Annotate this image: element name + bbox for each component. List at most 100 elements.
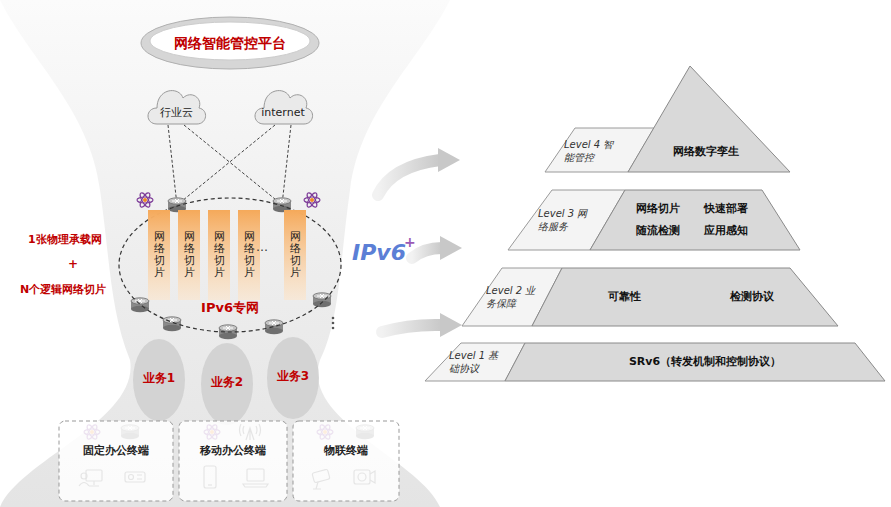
logo-text: IPv6 <box>352 240 406 265</box>
node-outline-part <box>255 91 313 124</box>
node-outline-part <box>532 268 838 326</box>
node-outline <box>462 268 838 326</box>
logo-text: + <box>404 234 416 250</box>
node-layer: Level 1 基础协议 SRv6（转发机制和控制协议） <box>425 343 885 381</box>
node-slice: 网络切片 <box>208 210 230 300</box>
node-dbox: 物联终端 <box>292 420 400 502</box>
node-outline-part <box>150 22 310 60</box>
node-blob: 业务1 <box>132 338 186 422</box>
atom-icons-part <box>137 192 153 209</box>
node-slice: 网络切片 <box>238 210 260 300</box>
node-layer: Level 2 业务保障可靠性检测协议 <box>462 268 838 326</box>
node-cloud: internet <box>252 86 314 128</box>
router-icons-part <box>265 320 283 334</box>
node-outline-part <box>148 91 206 124</box>
node-text: 物联终端 <box>324 444 368 457</box>
node-text: 网络智能管控平台 <box>174 35 286 52</box>
vertical-dots-part <box>332 327 335 330</box>
node-outline <box>520 66 790 172</box>
vertical-dots-part <box>332 322 335 325</box>
node-dbox: 移动办公终端 <box>178 420 288 502</box>
node-outline-part <box>179 421 287 501</box>
dashed-link <box>168 125 177 205</box>
node-text: 网络切片 <box>244 231 255 279</box>
node-text: 网络数字孪生 <box>673 145 739 158</box>
flow-arrows-part <box>412 248 442 258</box>
node-text: 网络切片 <box>154 231 165 279</box>
node-outline-part <box>201 343 253 425</box>
level-caption: Level 2 业务保障 <box>486 285 538 310</box>
node-outline-part <box>590 190 800 250</box>
vertical-dots <box>332 317 335 330</box>
node-outline-part <box>238 210 260 300</box>
node-text: 随流检测 <box>636 224 680 237</box>
node-dbox: 固定办公终端 <box>58 420 174 502</box>
node-outline-part <box>133 339 185 421</box>
level-caption: Level 1 基础协议 <box>449 350 501 375</box>
atom-icons-part <box>304 192 320 209</box>
node-text: internet <box>261 106 305 119</box>
node-text: 网络切片 <box>290 231 301 279</box>
node-text: 网络切片 <box>184 231 195 279</box>
node-ell: IPv6专网 网络切片 网络切片 网络切片 网络切片 网络切片 <box>118 197 342 333</box>
router-icons-part <box>131 298 149 312</box>
dashed-link <box>184 125 282 205</box>
arrow-heads <box>438 148 462 337</box>
node-disc: 网络智能管控平台 <box>140 16 320 70</box>
funnel-ground <box>0 0 450 507</box>
node-slice: 网络切片 <box>148 210 170 300</box>
node-text: 业务2 <box>211 375 243 389</box>
arrow-heads-part <box>440 236 462 260</box>
node-outline-part <box>628 66 790 172</box>
annotation-label: N个逻辑网络切片 <box>20 282 106 297</box>
annotation-label: 1张物理承载网 <box>28 232 102 247</box>
node-text: 固定办公终端 <box>83 444 149 457</box>
arrow-heads-part <box>440 313 462 337</box>
node-outline-part <box>59 421 173 501</box>
node-text: 网络切片 <box>214 231 225 279</box>
node-text: 网络切片 <box>636 202 680 215</box>
node-text: 快速部署 <box>704 202 748 215</box>
node-cloud: 行业云 <box>145 86 207 128</box>
node-outline-part <box>148 210 170 300</box>
node-slice: 网络切片 <box>284 210 306 300</box>
node-outline-part <box>505 343 885 381</box>
annotation-label: … <box>256 240 268 254</box>
atom-icons <box>84 192 333 441</box>
router-icons <box>121 198 374 439</box>
node-layer: Level 4 智能管控 网络数字孪生 <box>520 66 790 172</box>
node-outline <box>58 420 174 502</box>
node-outline-part-part <box>255 91 313 124</box>
node-text: 行业云 <box>160 106 193 119</box>
node-outline <box>292 420 400 502</box>
flow-arrows-part <box>382 325 442 332</box>
node-outline-part-part <box>148 91 206 124</box>
dashed-link <box>282 125 291 205</box>
node-outline-part <box>293 421 399 501</box>
node-layer: Level 3 网络服务 网络切片 快速部署随流检测 应用感知 <box>500 190 800 250</box>
node-blob: 业务2 <box>200 342 254 426</box>
node-outline-part <box>208 210 230 300</box>
node-text: SRv6（转发机制和控制协议） <box>629 355 781 368</box>
node-text: IPv6专网 <box>201 300 259 316</box>
node-outline-part <box>119 198 341 332</box>
node-text: 检测协议 <box>730 290 774 303</box>
node-slice: 网络切片 <box>178 210 200 300</box>
level-caption: Level 4 智能管控 <box>564 139 616 164</box>
node-outline-part <box>141 17 319 69</box>
router-icons-part <box>313 293 331 307</box>
node-text: 移动办公终端 <box>200 444 266 457</box>
flow-arrows-part <box>378 160 440 195</box>
level-caption: Level 3 网络服务 <box>538 208 590 233</box>
node-text: 业务1 <box>143 371 175 385</box>
node-outline-part <box>178 210 200 300</box>
node-text: 应用感知 <box>704 224 748 237</box>
arrow-heads-part <box>438 148 460 172</box>
node-outline-part <box>267 337 319 419</box>
node-outline <box>178 420 288 502</box>
node-outline-part <box>284 210 306 300</box>
router-icons-part <box>163 317 181 331</box>
